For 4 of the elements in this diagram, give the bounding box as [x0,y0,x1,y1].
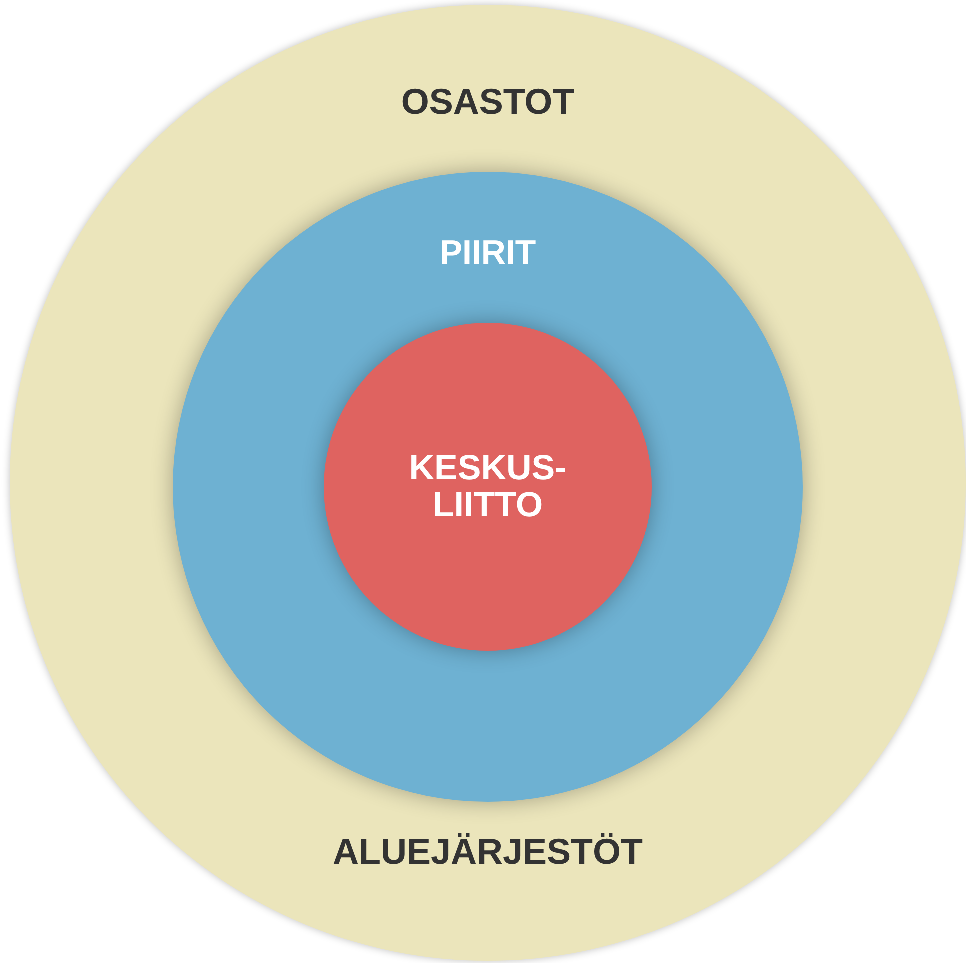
ring-label: PIIRIT [440,236,536,272]
ring-label: ALUEJÄRJESTÖT [332,833,644,871]
ring-label: KESKUS- LIITTO [408,450,568,524]
ring-label: OSASTOT [401,83,575,121]
